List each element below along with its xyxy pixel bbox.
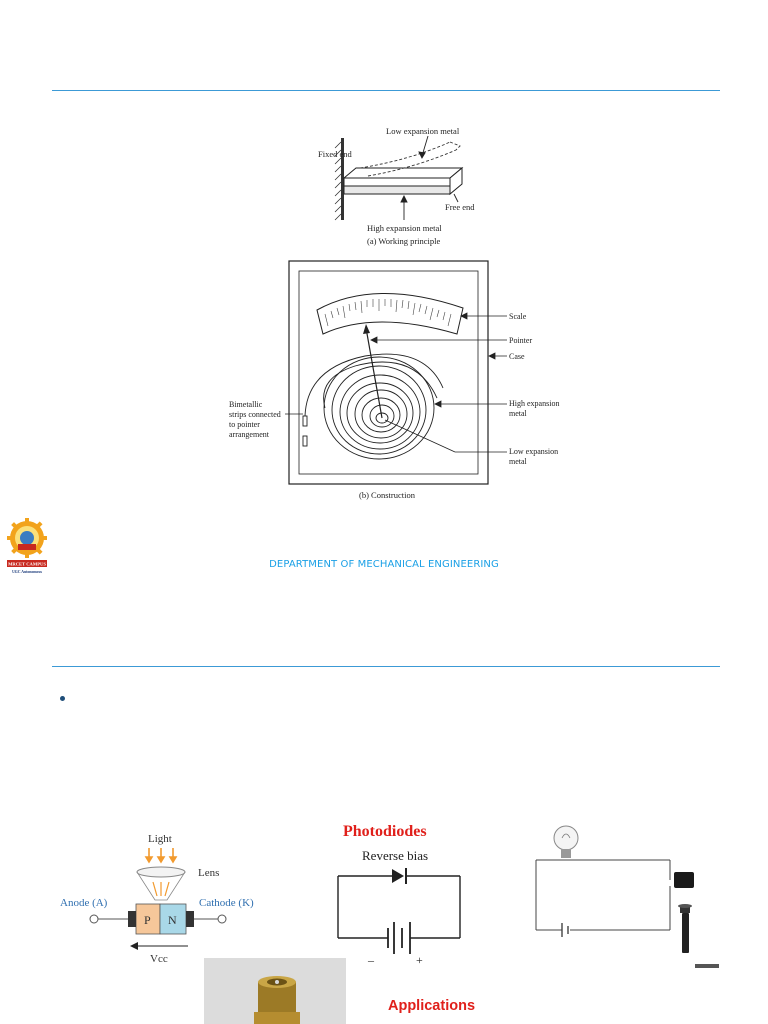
cell-symbol [561, 923, 569, 937]
flashlight-icon [678, 904, 692, 953]
lens-cone [136, 871, 186, 901]
high-expansion-label-1: High expansion [509, 399, 559, 408]
focused-light-arrows [152, 881, 170, 897]
minus-sign: – [367, 953, 375, 966]
free-end-label: Free end [445, 202, 475, 212]
reverse-bias-label: Reverse bias [362, 848, 428, 863]
pointer-tip [363, 324, 370, 334]
photodiode-sensor-icon [674, 872, 694, 888]
working-principle-caption: (a) Working principle [367, 236, 441, 246]
bimetal-strip [342, 166, 464, 196]
light-label: Light [148, 833, 172, 845]
inner-case [298, 270, 479, 475]
label-arrows [400, 135, 459, 220]
vcc-arrowhead [130, 942, 138, 950]
high-expansion-label-2: metal [509, 409, 528, 418]
low-expansion-label: Low expansion metal [386, 126, 460, 136]
pointer-label: Pointer [509, 336, 532, 345]
bulb-circuit-wires [535, 859, 671, 931]
lens [136, 866, 186, 878]
college-logo: MRCET CAMPUS UGC Autonomous [7, 518, 47, 574]
low-expansion-label-2: metal [509, 457, 528, 466]
circuit-wires [337, 875, 461, 939]
photodiode-photo [204, 958, 346, 1024]
bimetal-label-4: arrangement [229, 430, 270, 439]
light-bulb-circuit [535, 825, 719, 968]
top-divider [52, 90, 720, 91]
p-label: P [144, 913, 151, 927]
photodiode-component-image [204, 958, 346, 1024]
bimetal-label-3: to pointer [229, 420, 260, 429]
lens-label: Lens [198, 867, 219, 879]
bent-strip-outline [359, 141, 461, 177]
strip-mounts [302, 415, 308, 447]
construction-caption: (b) Construction [359, 490, 416, 500]
second-divider [52, 666, 720, 667]
wall-hatching [334, 141, 342, 221]
photodiodes-title: Photodiodes [343, 823, 427, 840]
n-region [159, 903, 187, 935]
scale-arc [316, 293, 464, 335]
low-expansion-label-1: Low expansion [509, 447, 558, 456]
logo-sub-text: UGC Autonomous [12, 570, 42, 574]
applications-heading: Applications [388, 998, 476, 1014]
plus-sign: + [416, 953, 423, 966]
diode-symbol [392, 869, 404, 883]
bimetal-label-1: Bimetallic [229, 400, 263, 409]
logo-banner [7, 560, 47, 567]
pointer [365, 327, 383, 419]
outer-case [288, 260, 489, 485]
bimetal-working-principle-figure: Low expansion metal Fixed end Free end H… [318, 126, 475, 246]
logo-gear [7, 518, 47, 558]
light-bulb-icon [553, 825, 579, 858]
department-footer: DEPARTMENT OF MECHANICAL ENGINEERING [269, 559, 499, 570]
cathode-label: Cathode (K) [199, 897, 254, 909]
watermark [695, 964, 719, 968]
cathode-terminal [217, 914, 227, 924]
cathode-terminal-block [186, 911, 194, 927]
fixed-wall [341, 138, 344, 220]
bimetal-label-2: strips connected [229, 410, 281, 419]
fixed-end-label: Fixed end [318, 149, 353, 159]
high-expansion-label: High expansion metal [367, 223, 442, 233]
n-label: N [168, 913, 177, 927]
scale-label: Scale [509, 312, 527, 321]
battery-symbol [387, 922, 411, 954]
reverse-bias-circuit: Photodiodes Reverse bias – + [337, 823, 461, 966]
leader-lines [285, 312, 507, 453]
case-label: Case [509, 352, 525, 361]
photodiode-structure-diagram: Light Lens P N Anode (A) Cathode (K) Vcc [60, 833, 254, 965]
anode-terminal-block [128, 911, 136, 927]
anode-label: Anode (A) [60, 897, 108, 909]
bimetal-construction-figure: Scale Pointer Case High expansion metal … [229, 260, 559, 500]
logo-campus-text: MRCET CAMPUS [8, 562, 46, 567]
anode-terminal [89, 914, 99, 924]
bullet-point [60, 696, 65, 701]
light-arrows [144, 848, 178, 864]
bimetal-spiral [304, 353, 444, 460]
scale-ticks [324, 299, 452, 327]
vcc-label: Vcc [150, 953, 168, 965]
